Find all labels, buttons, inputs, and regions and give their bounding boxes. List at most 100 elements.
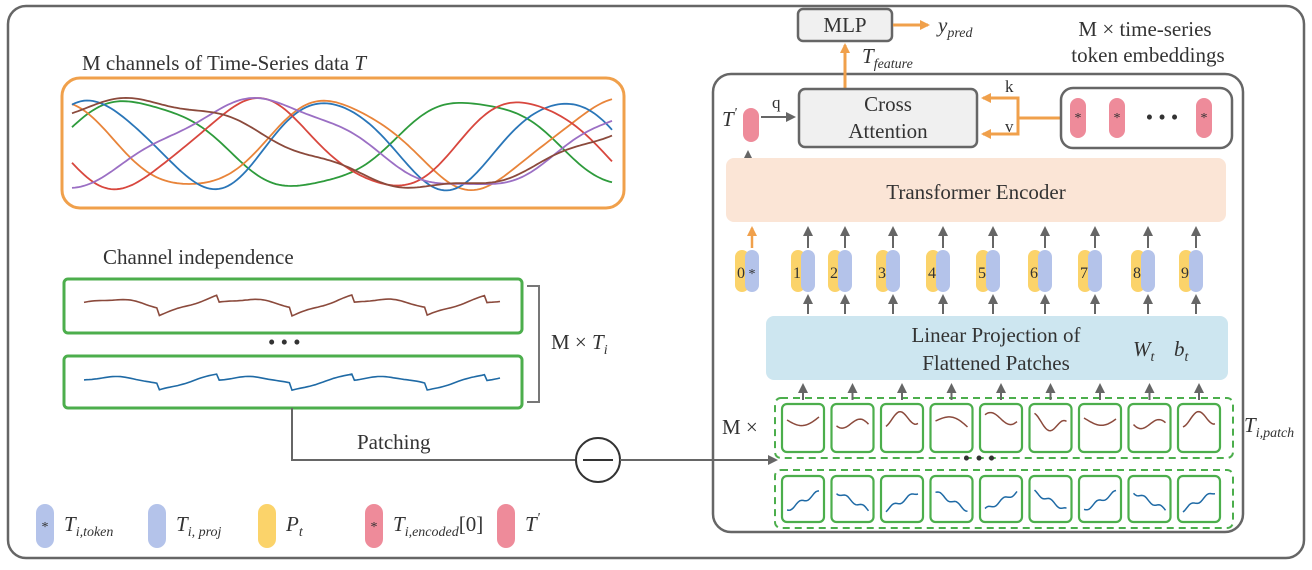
patch-signal: [1083, 417, 1117, 427]
token-pill-2: [1109, 98, 1125, 138]
channel-top-signal: [83, 294, 501, 317]
patch-box: [1077, 402, 1123, 454]
position-index: 8: [1133, 265, 1141, 282]
patch-signal: [935, 416, 969, 428]
patch-signal: [786, 490, 820, 511]
patching-label: Patching: [357, 430, 431, 454]
query-label: q: [772, 93, 781, 112]
key-label: k: [1005, 77, 1014, 96]
model-frame: [711, 72, 1245, 534]
cls-star: *: [749, 267, 756, 282]
patch-box: [1127, 474, 1172, 524]
feature-label: Tfeature: [862, 44, 913, 72]
legend-star: *: [371, 520, 378, 535]
tokens-ellipsis: • • •: [1146, 105, 1179, 129]
token-pill: [838, 250, 852, 292]
token-pill-3: [1196, 98, 1212, 138]
legend-swatch: [36, 504, 54, 548]
patch-signal: [935, 491, 968, 513]
patch-box: [1028, 474, 1073, 524]
multichannel-signal-line: [71, 98, 613, 192]
channel-box-bottom: [62, 354, 524, 410]
channel-independence-title: Channel independence: [103, 245, 294, 269]
linear-projection-box: [766, 316, 1228, 380]
outer-frame: [6, 4, 1306, 560]
mlp-box: [796, 7, 894, 43]
patch-box: [1028, 402, 1073, 454]
position-index: 9: [1181, 265, 1189, 282]
multichannel-box: [60, 76, 626, 210]
token-pill: [801, 250, 815, 292]
weight-label: Wt: [1133, 337, 1156, 365]
patch-ellipsis: • • •: [963, 446, 996, 470]
token-pill: [986, 250, 1000, 292]
patch-signal: [984, 411, 1018, 426]
token-pill: [886, 250, 900, 292]
channel-ellipsis: • • •: [268, 330, 301, 354]
position-index: 7: [1080, 265, 1088, 282]
legend-swatch: [497, 504, 515, 548]
token-pill: [1189, 250, 1203, 292]
token-embeddings-title-2: token embeddings: [1071, 43, 1224, 67]
legend-label: Ti,encoded[0]: [393, 512, 483, 540]
position-index: 5: [978, 265, 986, 282]
patch-box: [780, 474, 826, 524]
legend-swatch: [365, 504, 383, 548]
channel-bracket: [527, 285, 540, 403]
linear-projection-line2: Flattened Patches: [922, 351, 1070, 375]
patch-signal: [1182, 492, 1216, 513]
position-index: 0: [737, 265, 745, 282]
patch-multiplier: M ×: [722, 415, 758, 439]
patch-signal: [1083, 489, 1117, 511]
token-star-1: *: [1075, 111, 1082, 126]
patch-signal: [836, 418, 870, 429]
legend-label: Ti,token: [64, 512, 113, 540]
multichannel-signal-line: [71, 96, 613, 189]
patch-label: Ti,patch: [1244, 413, 1294, 441]
patch-signal: [1132, 492, 1167, 511]
position-index: 2: [830, 265, 838, 282]
token-star-2: *: [1114, 111, 1121, 126]
patch-box: [780, 402, 826, 454]
legend-swatch: [148, 504, 166, 548]
value-arrow: [981, 118, 1020, 139]
patch-box: [978, 474, 1024, 524]
patch-signal: [836, 493, 870, 512]
key-arrow: [981, 93, 1060, 120]
multichannel-signal-line: [71, 100, 613, 187]
legend-star: *: [42, 520, 49, 535]
patch-box: [879, 474, 925, 524]
patching-line: [291, 408, 575, 461]
patch-box: [1176, 402, 1222, 454]
t-prime-label: T': [722, 106, 738, 131]
patch-box: [1127, 402, 1172, 454]
patch-box: [830, 402, 875, 454]
token-pill: [745, 250, 759, 292]
linear-projection-line1: Linear Projection of: [911, 323, 1080, 347]
position-index: 3: [878, 265, 886, 282]
token-pill-1: [1070, 98, 1086, 138]
position-index: 4: [928, 265, 936, 282]
transformer-encoder-label: Transformer Encoder: [886, 180, 1065, 204]
token-embeddings-title-1: M × time-series: [1078, 17, 1211, 41]
cross-attention-line1: Cross: [864, 92, 912, 116]
patch-signal: [1132, 418, 1166, 430]
channel-bottom-signal: [83, 373, 501, 392]
patch-signal: [1182, 410, 1216, 428]
legend-swatch: [258, 504, 276, 548]
token-pill: [936, 250, 950, 292]
legend-label: Pt: [285, 512, 304, 540]
mlp-label: MLP: [823, 13, 866, 37]
multichannel-signal-line: [71, 96, 613, 189]
patch-signal: [885, 410, 919, 427]
multichannel-title: M channels of Time-Series data T: [82, 51, 367, 75]
token-pill: [1141, 250, 1155, 292]
patch-box: [879, 402, 925, 454]
token-pill: [1088, 250, 1102, 292]
channel-box-top: [62, 277, 524, 335]
patch-group-bottom: [774, 469, 1234, 529]
